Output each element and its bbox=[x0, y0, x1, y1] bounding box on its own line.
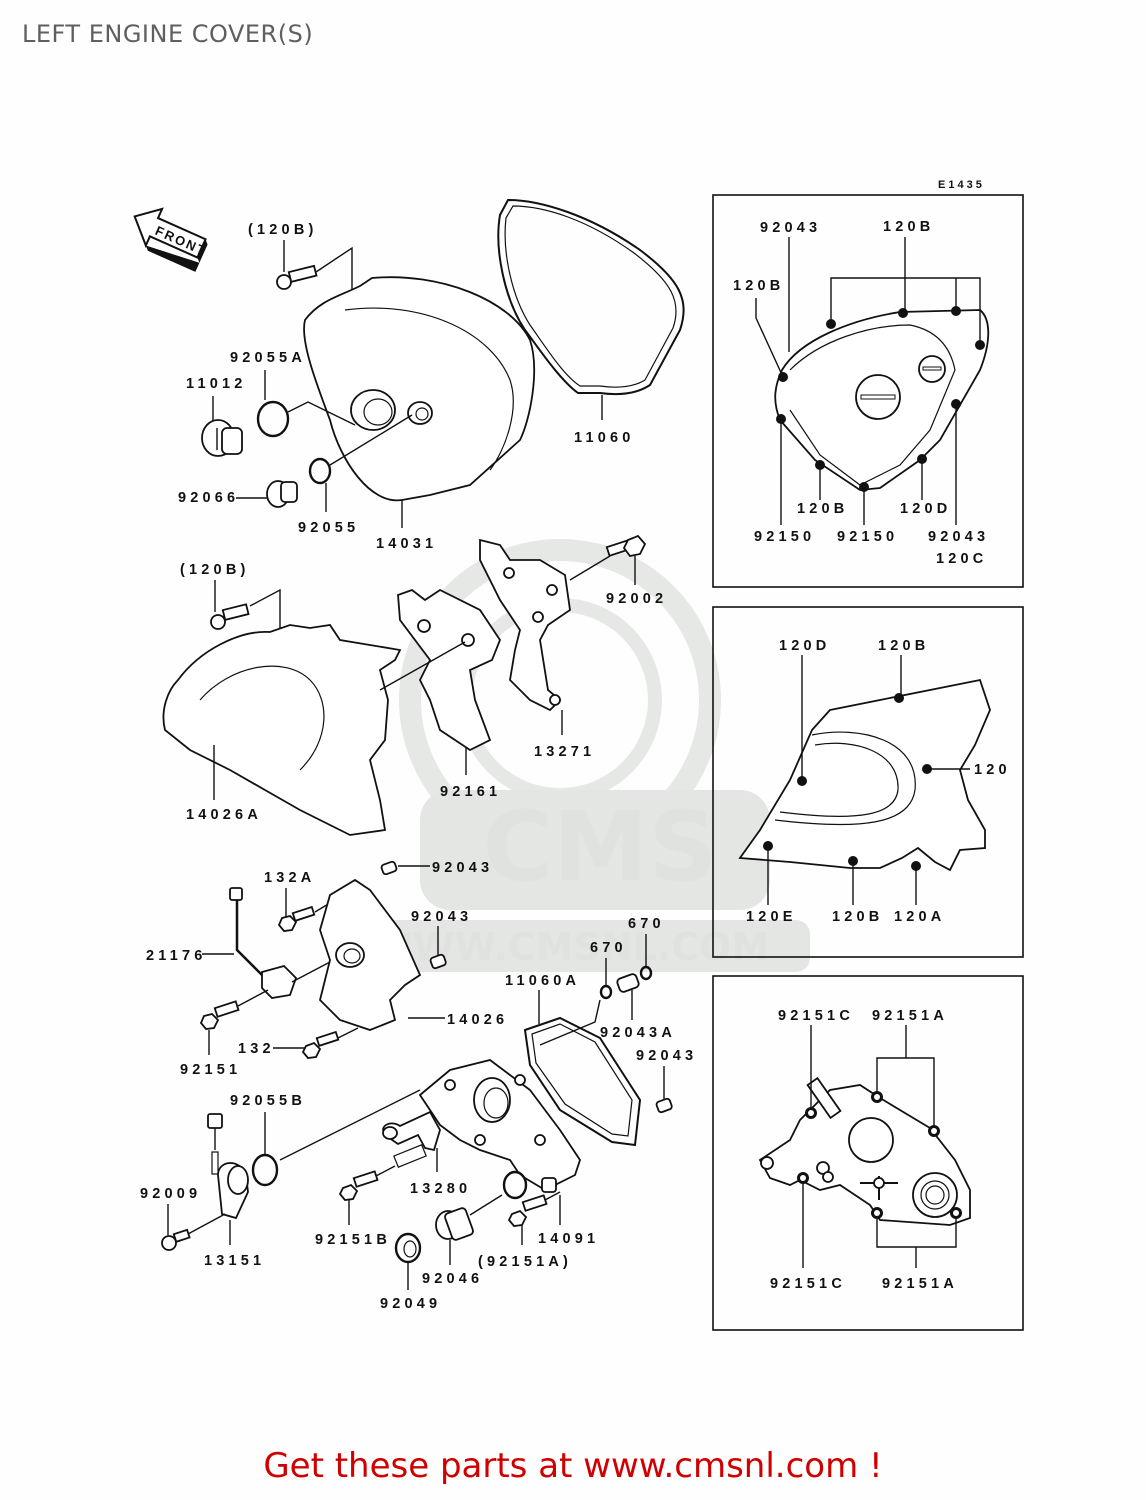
bolt-92151[interactable]: 92151 bbox=[180, 989, 269, 1078]
inset-panel-1: 92043 120B 120B 92150 120B 92150 120D 92… bbox=[712, 194, 1024, 588]
inset2-label-120b-bottom: 120B bbox=[832, 909, 883, 925]
inset3-label-92151c-top: 92151C bbox=[778, 1008, 854, 1024]
plug-11012[interactable]: 11012 bbox=[186, 376, 247, 457]
inset1-label-120c: 120C bbox=[936, 551, 987, 567]
inset2-label-120: 120 bbox=[974, 762, 1011, 778]
label-670-b: 670 bbox=[628, 916, 665, 932]
inset1-label-92150-left: 92150 bbox=[754, 529, 815, 545]
label-92002: 92002 bbox=[606, 591, 667, 607]
front-arrow-icon: FRONT bbox=[133, 207, 209, 272]
plug-92066[interactable]: 92066 bbox=[178, 480, 298, 508]
bolt-120b-mid[interactable]: (120B) bbox=[180, 562, 281, 670]
inset1-label-92043-top: 92043 bbox=[760, 220, 821, 236]
inset2-label-120a: 120A bbox=[894, 909, 945, 925]
o-ring-92055[interactable]: 92055 bbox=[298, 414, 413, 536]
bolt-92151a-ref[interactable]: (92151A) bbox=[478, 1191, 572, 1270]
o-ring-92055a[interactable]: 92055A bbox=[230, 350, 356, 438]
label-14031: 14031 bbox=[376, 536, 437, 552]
watermark-brand: CMS bbox=[482, 791, 717, 903]
label-92151: 92151 bbox=[180, 1062, 241, 1078]
label-92043-b: 92043 bbox=[411, 909, 472, 925]
inset3-label-92151a-top: 92151A bbox=[872, 1008, 948, 1024]
bolt-92002[interactable]: 92002 bbox=[569, 534, 667, 607]
dowel-92043-a[interactable]: 92043 bbox=[380, 860, 494, 876]
label-92049: 92049 bbox=[380, 1296, 441, 1312]
cta-link[interactable]: Get these parts at www.cmsnl.com ! bbox=[263, 1446, 883, 1486]
label-21176: 21176 bbox=[146, 948, 207, 964]
bolt-132a[interactable]: 132A bbox=[264, 870, 336, 932]
label-14026: 14026 bbox=[447, 1012, 508, 1028]
bracket-13271[interactable]: 13271 bbox=[479, 538, 595, 760]
bolt-92151b[interactable]: 92151B bbox=[315, 1165, 396, 1248]
sensor-13151[interactable]: 13151 bbox=[204, 1113, 265, 1269]
dowel-92043a[interactable]: 92043A bbox=[539, 973, 676, 1046]
label-14026a: 14026A bbox=[186, 807, 262, 823]
label-13271: 13271 bbox=[534, 744, 595, 760]
label-11060: 11060 bbox=[574, 430, 635, 446]
label-670-a: 670 bbox=[590, 940, 627, 956]
lever-13280[interactable]: 13280 bbox=[382, 1110, 471, 1197]
inset3-label-92151a-bottom: 92151A bbox=[882, 1276, 958, 1292]
label-92046: 92046 bbox=[422, 1271, 483, 1287]
label-92055a: 92055A bbox=[230, 350, 306, 366]
label-92043-c: 92043 bbox=[636, 1048, 697, 1064]
diagram-code: E1435 bbox=[938, 179, 985, 191]
housing-14091[interactable]: 14091 bbox=[279, 1059, 599, 1247]
bearing-92046[interactable]: 92046 bbox=[422, 1170, 528, 1287]
dowel-92043-c[interactable]: 92043 bbox=[636, 1048, 697, 1114]
label-92151b: 92151B bbox=[315, 1232, 391, 1248]
inset1-label-92150-mid: 92150 bbox=[837, 529, 898, 545]
inset1-label-92043-bottom: 92043 bbox=[928, 529, 989, 545]
inset1-label-120b-left: 120B bbox=[733, 278, 784, 294]
label-120b-top: (120B) bbox=[248, 222, 318, 238]
inset1-label-120b-bottom: 120B bbox=[797, 501, 848, 517]
inset-panel-2: 120D 120B 120 120E 120B 120A bbox=[712, 606, 1024, 958]
o-ring-670-b[interactable]: 670 bbox=[628, 916, 665, 981]
cross-marker-icon bbox=[860, 1176, 898, 1200]
inset-panel-3: 92151C 92151A 92151C 92151A bbox=[712, 975, 1024, 1331]
label-14091: 14091 bbox=[538, 1231, 599, 1247]
cover-14026a[interactable]: 14026A bbox=[162, 624, 402, 836]
o-ring-92055b[interactable]: 92055B bbox=[230, 1093, 306, 1187]
bolt-132[interactable]: 132 bbox=[238, 1027, 359, 1059]
damper-92161[interactable]: 92161 bbox=[379, 588, 502, 800]
label-120b-mid: (120B) bbox=[180, 562, 250, 578]
dowel-92043-b[interactable]: 92043 bbox=[411, 909, 472, 970]
o-ring-670-a[interactable]: 670 bbox=[590, 940, 627, 1000]
inset2-label-120b-top: 120B bbox=[878, 638, 929, 654]
label-132a: 132A bbox=[264, 870, 315, 886]
cover-14031[interactable]: 14031 bbox=[303, 276, 536, 552]
label-92043a: 92043A bbox=[600, 1025, 676, 1041]
label-92066: 92066 bbox=[178, 490, 239, 506]
page-title: LEFT ENGINE COVER(S) bbox=[22, 20, 314, 48]
label-92043-a: 92043 bbox=[432, 860, 493, 876]
label-92009: 92009 bbox=[140, 1186, 201, 1202]
seal-92049[interactable]: 92049 bbox=[380, 1232, 441, 1312]
cover-14026[interactable]: 14026 bbox=[319, 878, 508, 1031]
label-92151a-ref: (92151A) bbox=[478, 1254, 572, 1270]
label-11060a: 11060A bbox=[505, 973, 580, 989]
inset1-label-120d: 120D bbox=[900, 501, 951, 517]
label-92161: 92161 bbox=[440, 784, 501, 800]
label-11012: 11012 bbox=[186, 376, 247, 392]
gasket-11060[interactable]: 11060 bbox=[497, 198, 685, 446]
inset2-label-120d: 120D bbox=[779, 638, 830, 654]
inset2-label-120e: 120E bbox=[746, 909, 797, 925]
screw-92009[interactable]: 92009 bbox=[140, 1186, 226, 1251]
label-13151: 13151 bbox=[204, 1253, 265, 1269]
label-13280: 13280 bbox=[410, 1181, 471, 1197]
cta-banner[interactable]: Get these parts at www.cmsnl.com ! bbox=[0, 1446, 1146, 1486]
label-92055: 92055 bbox=[298, 520, 359, 536]
inset3-label-92151c-bottom: 92151C bbox=[770, 1276, 846, 1292]
gasket-11060a[interactable]: 11060A bbox=[505, 973, 642, 1147]
inset1-label-120b-top: 120B bbox=[883, 219, 934, 235]
label-92055b: 92055B bbox=[230, 1093, 306, 1109]
pipe-21176[interactable]: 21176 bbox=[146, 887, 331, 999]
label-132: 132 bbox=[238, 1041, 275, 1057]
